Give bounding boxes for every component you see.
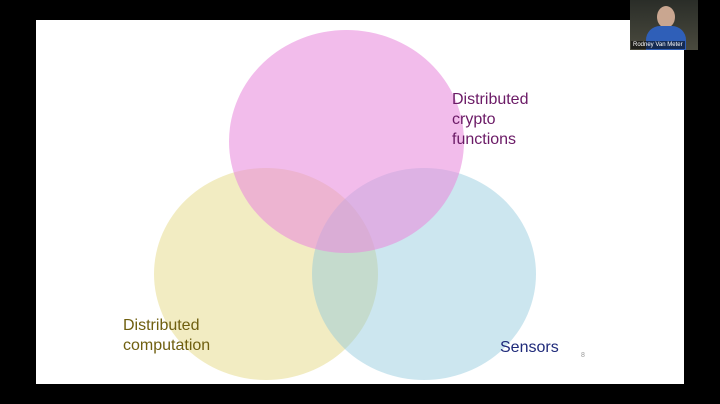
- participant-name: Rodney Van Meter: [631, 41, 685, 49]
- participant-video-tile[interactable]: Rodney Van Meter: [630, 0, 698, 50]
- participant-head: [657, 6, 675, 28]
- crypto-circle: [229, 30, 464, 253]
- computation-label: Distributed computation: [123, 317, 211, 354]
- sensors-label: Sensors: [500, 339, 559, 356]
- slide-number: 8: [581, 352, 585, 359]
- crypto-label: Distributed crypto functions: [452, 91, 529, 148]
- slide: Distributed crypto functions Distributed…: [36, 20, 684, 384]
